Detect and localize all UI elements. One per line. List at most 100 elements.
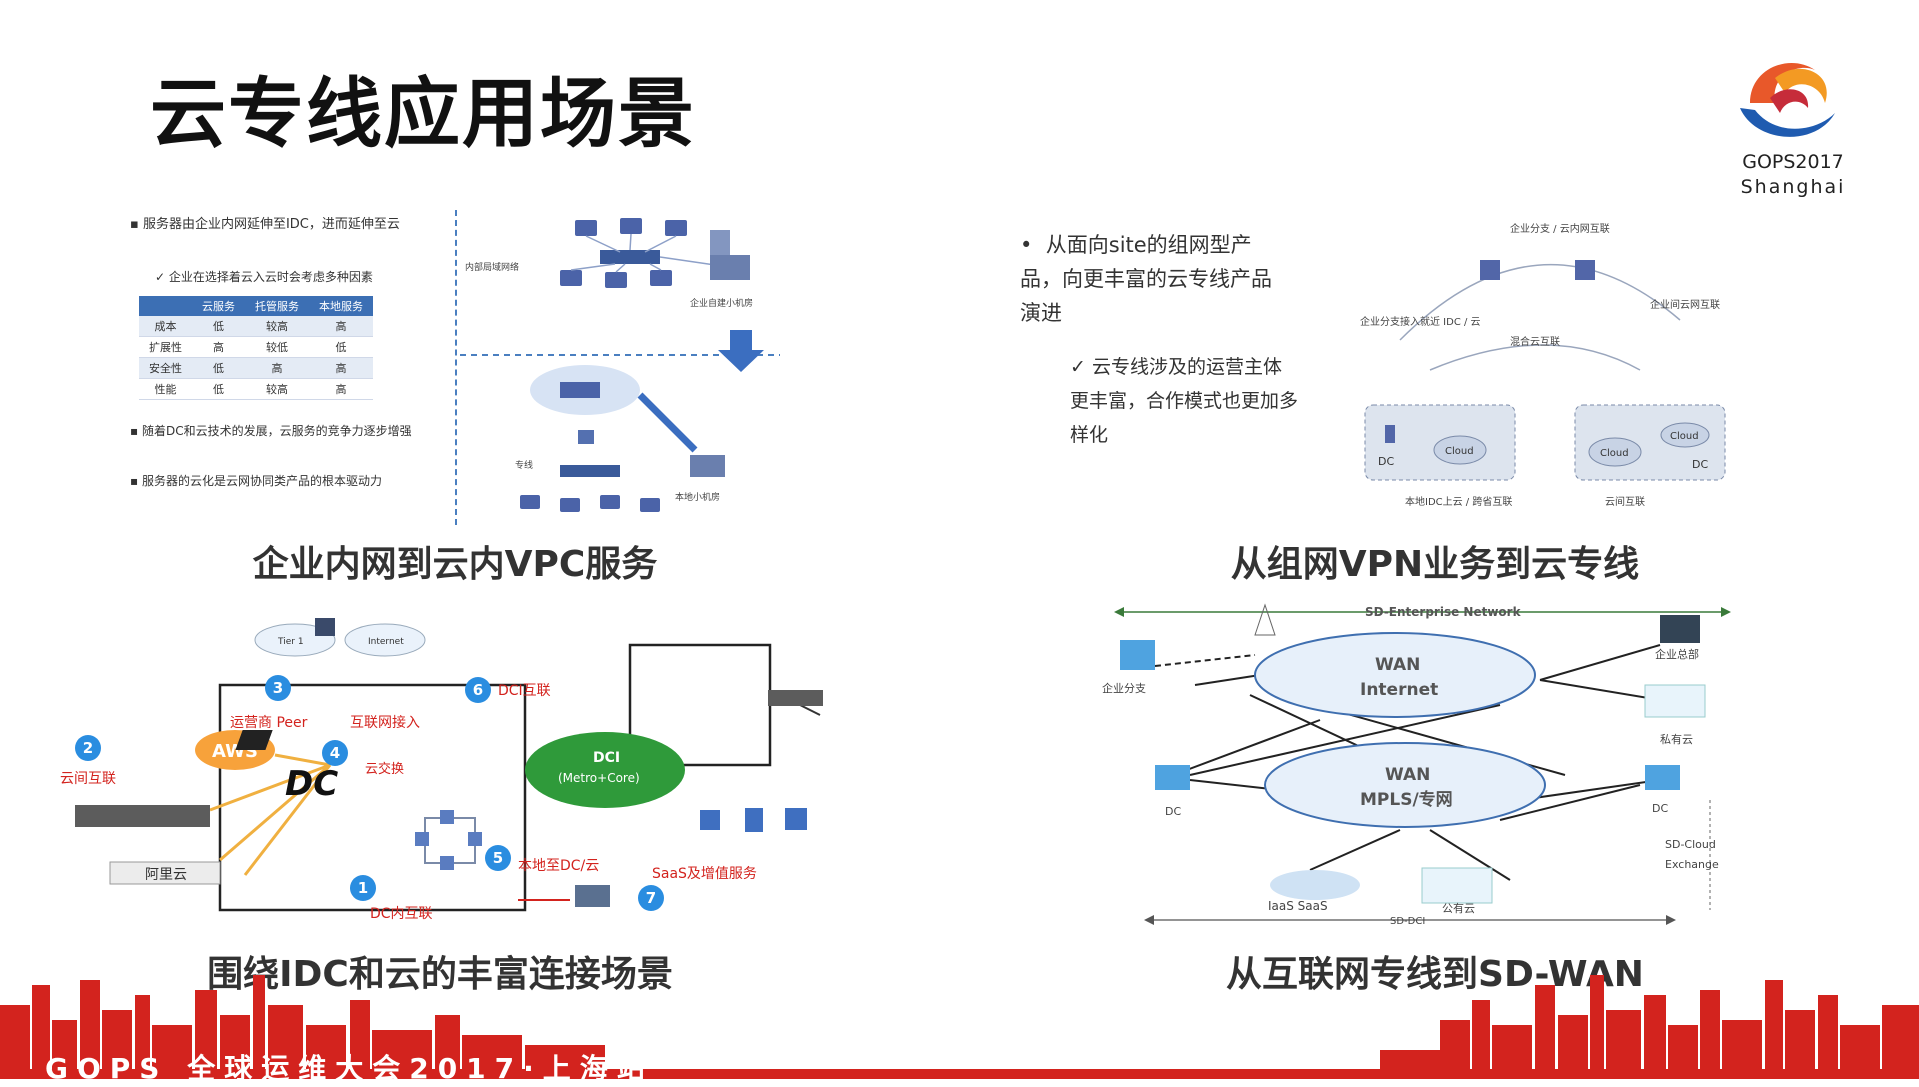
logo-line1: GOPS2017	[1742, 151, 1844, 173]
arrow-down-icon	[718, 330, 764, 372]
panel-bottom-right: SD-Enterprise Network WAN Internet WAN M…	[1100, 600, 1750, 930]
bl-label-dc: DC	[285, 764, 338, 804]
tr-label-right: 企业间云网互联	[1650, 298, 1720, 311]
bl-badge-6: 6	[465, 677, 491, 703]
switch-icon	[600, 250, 660, 264]
tr-label-dc-left: DC	[1378, 455, 1394, 468]
footer-event-name: GOPS 全球运维大会2017·上海站	[45, 1052, 654, 1085]
br-network-diagram: SD-Enterprise Network WAN Internet WAN M…	[1102, 603, 1731, 927]
table-row: 扩展性 高 较低 低	[139, 336, 373, 358]
br-label-public-cloud: 公有云	[1442, 901, 1475, 915]
bl-label-dci-line1: DCI	[593, 750, 620, 766]
bl-label-item-4: 互联网接入	[350, 715, 420, 731]
bl-badge-2: 2	[75, 735, 101, 761]
server-icon	[710, 255, 750, 280]
bl-label-item-3: 运营商 Peer	[230, 715, 308, 731]
antenna-icon	[1254, 603, 1276, 636]
connection-arc	[1429, 344, 1641, 371]
table-cell: 高	[309, 378, 373, 400]
br-label-wan2-line1: WAN	[1385, 765, 1430, 785]
wan-cloud-icon	[1264, 742, 1546, 828]
br-label-dc-left: DC	[1165, 805, 1181, 818]
tl-label-local-dc: 本地小机房	[675, 491, 720, 503]
bl-badge-5: 5	[485, 845, 511, 871]
bl-label-cloud-exchange: 云交换	[365, 761, 404, 777]
table-cell: 扩展性	[139, 336, 192, 358]
bl-label-tier1: Tier 1	[277, 637, 304, 647]
building-icon	[1660, 615, 1700, 643]
tl-bullet-2-text: 企业在选择着云入云时会考虑多种因素	[168, 270, 373, 284]
logo-line2: Shanghai	[1740, 176, 1846, 198]
caption-bottom-left: 围绕IDC和云的丰富连接场景	[207, 954, 673, 995]
building-icon	[1120, 640, 1155, 670]
bl-badge-3: 3	[265, 675, 291, 701]
server-icon	[575, 885, 610, 907]
bl-label-item-1: DC内互联	[370, 906, 433, 922]
panel-bottom-left: AWS 阿里云 DC 云交换 Tier 1 Internet DCI (Metr…	[60, 600, 850, 930]
table-cell: 低	[192, 357, 245, 379]
bl-badge-7: 7	[638, 885, 664, 911]
br-label-private-cloud: 私有云	[1660, 732, 1693, 746]
dc-box	[218, 683, 527, 912]
user-icon	[315, 618, 335, 636]
tl-table-header: 云服务	[192, 296, 245, 316]
bl-label-internet: Internet	[368, 637, 404, 647]
tl-bullet-1-text: 服务器由企业内网延伸至IDC，进而延伸至云	[142, 217, 400, 232]
iaas-cloud-icon	[1270, 870, 1360, 900]
laptop-icon	[520, 495, 660, 512]
tl-divider	[455, 210, 457, 525]
dci-cloud-icon	[525, 732, 685, 808]
tl-bullet-2: ✓ 企业在选择着云入云时会考虑多种因素	[155, 270, 373, 284]
tl-bullet-3-text: 随着DC和云技术的发展，云服务的竞争力逐步增强	[141, 424, 412, 438]
tr-label-middle: 混合云互联	[1510, 335, 1560, 348]
tl-bullet-3: ▪ 随着DC和云技术的发展，云服务的竞争力逐步增强	[130, 424, 412, 438]
tl-network-diagram: 内部局域网络 企业自建小机房 专线 本地小机房	[460, 218, 780, 512]
table-cell: 高	[245, 357, 309, 379]
server-icon	[1155, 765, 1190, 790]
tl-compare-table: 云服务 托管服务 本地服务 成本 低 较高 高 扩展性 高 较低 低 安全性 低…	[139, 296, 373, 400]
table-row: 性能 低 较高 高	[139, 378, 373, 400]
private-cloud-icon	[1644, 684, 1706, 718]
bl-label-item-2: 云间互联	[60, 771, 116, 787]
tr-label-bottom-left: 本地IDC上云 / 跨省互联	[1405, 495, 1512, 508]
table-cell: 低	[309, 336, 373, 358]
server-icon	[1575, 260, 1595, 280]
tl-bullet-4: ▪ 服务器的云化是云网协同类产品的根本驱动力	[130, 474, 382, 488]
connection-arc	[1399, 263, 1681, 341]
table-cell: 性能	[139, 378, 192, 400]
table-cell: 成本	[139, 316, 192, 337]
br-label-wan2-line2: MPLS/专网	[1360, 789, 1453, 810]
bl-badge-4: 4	[322, 740, 348, 766]
table-cell: 高	[309, 316, 373, 337]
br-label-iaas-saas: IaaS SaaS	[1268, 899, 1328, 913]
bl-label-item-7: SaaS及增值服务	[652, 866, 757, 882]
server-icon	[1645, 765, 1680, 790]
saas-icons	[700, 808, 807, 832]
bl-label-aliyun: 阿里云	[145, 867, 187, 883]
table-cell: 高	[309, 357, 373, 379]
bl-label-dci-line2: (Metro+Core)	[558, 771, 640, 785]
table-cell: 低	[192, 378, 245, 400]
br-label-wan1-line1: WAN	[1375, 655, 1420, 675]
wan-cloud-icon	[1254, 632, 1536, 718]
tl-bullet-1: ▪ 服务器由企业内网延伸至IDC，进而延伸至云	[130, 217, 400, 232]
tl-label-enterprise-dc: 企业自建小机房	[690, 297, 753, 309]
panel-top-right: • 从面向site的组网型产品，向更丰富的云专线产品演进 ✓ 云专线涉及的运营主…	[1010, 210, 1770, 530]
gops-logo-text: GOPS2017 Shanghai	[1728, 150, 1858, 200]
br-label-sd-cloud-line1: SD-Cloud	[1665, 838, 1716, 851]
br-label-sd-dci: SD-DCI	[1390, 916, 1425, 927]
tr-label-cloud-right2: Cloud	[1670, 431, 1699, 442]
table-cell: 较高	[245, 316, 309, 337]
tl-table-header: 托管服务	[245, 296, 309, 316]
server-icon	[690, 455, 725, 477]
gops-logo	[1730, 48, 1850, 152]
tr-label-cloud-right1: Cloud	[1600, 448, 1629, 459]
public-cloud-icon	[1421, 867, 1493, 904]
tr-label-cloud-left: Cloud	[1445, 446, 1474, 457]
bl-label-item-5: 本地至DC/云	[518, 858, 600, 874]
tr-bullet-2: ✓ 云专线涉及的运营主体更丰富，合作模式也更加多样化	[1070, 356, 1299, 446]
tl-label-dedicated: 专线	[515, 459, 533, 471]
table-cell: 较高	[245, 378, 309, 400]
tl-label-intranet: 内部局域网络	[465, 261, 519, 273]
br-label-sd-enterprise: SD-Enterprise Network	[1365, 605, 1522, 619]
